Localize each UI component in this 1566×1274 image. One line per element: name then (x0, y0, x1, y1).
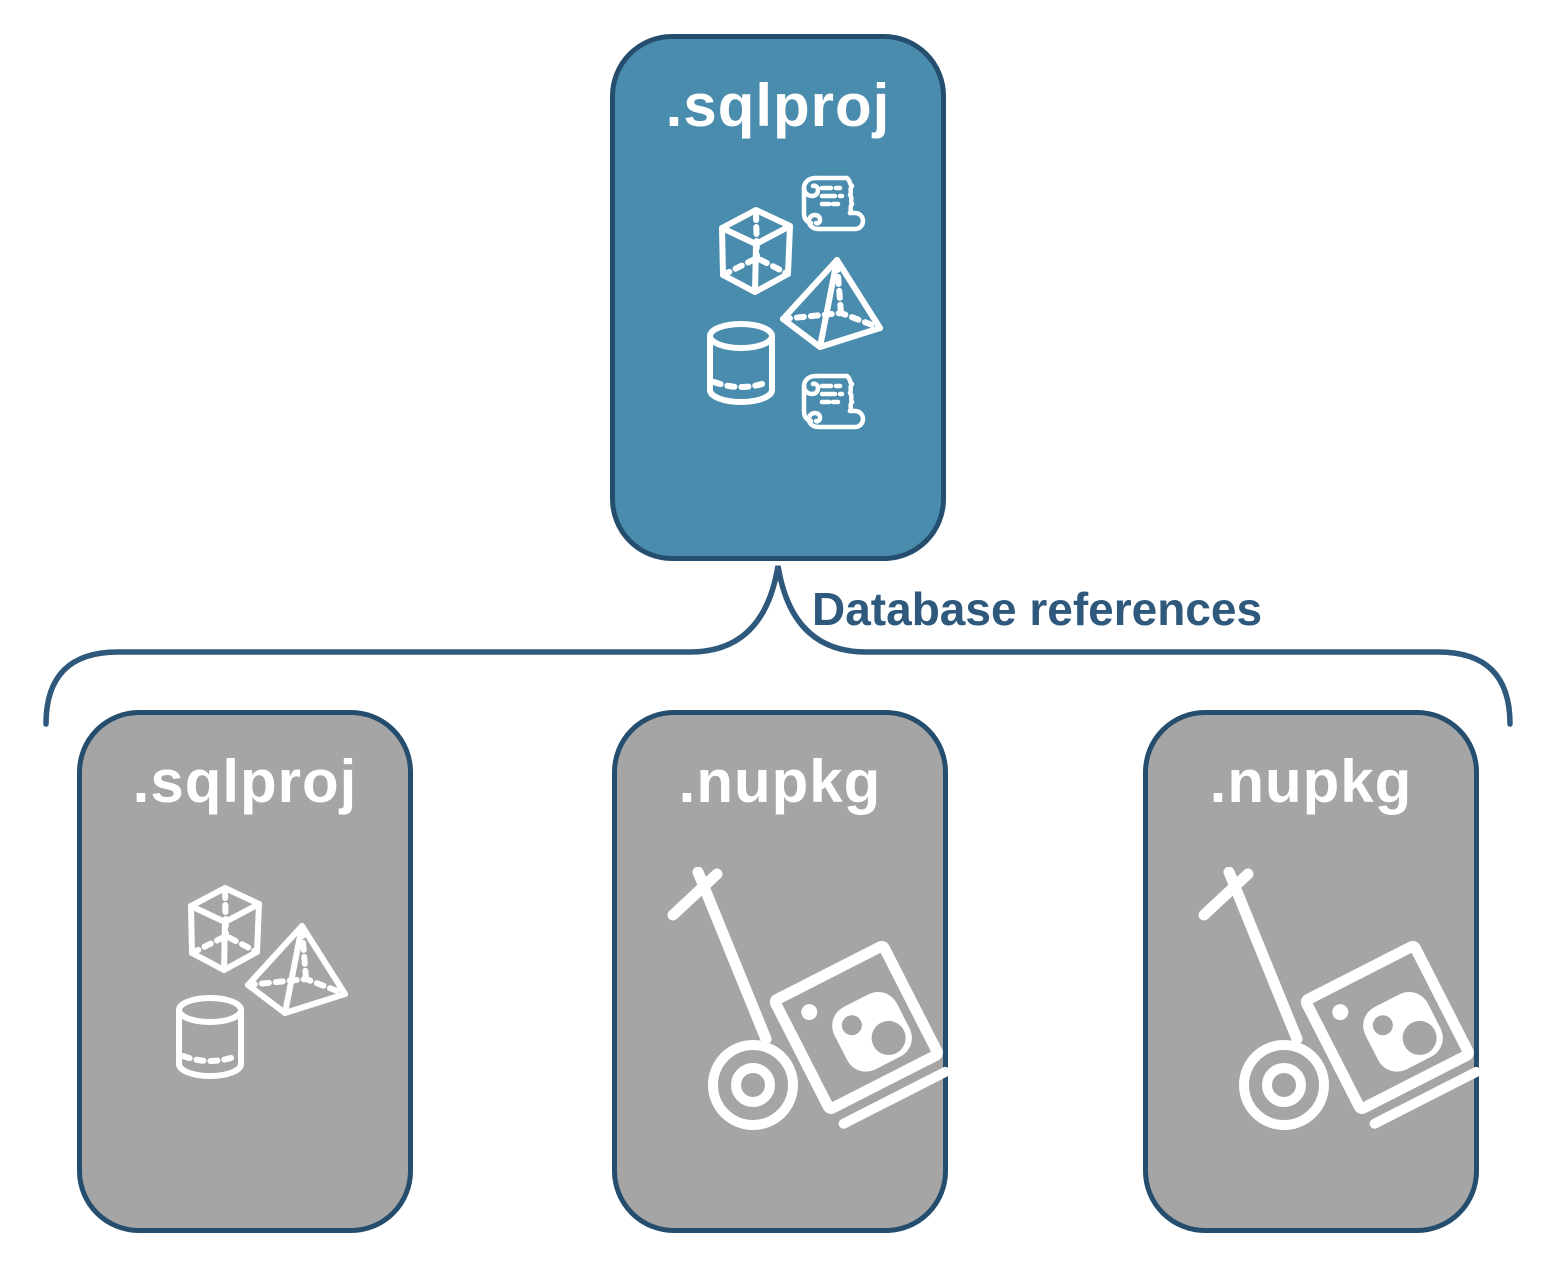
card-nupkg-ref-2: .nupkg (1143, 710, 1479, 1233)
pyramid-icon (775, 253, 885, 353)
pyramid-icon (240, 919, 350, 1019)
card-sqlproj-main: .sqlproj (610, 34, 946, 561)
cylinder-icon (701, 319, 781, 409)
card-sqlproj-ref: .sqlproj (77, 710, 413, 1233)
nuget-handtruck-icon (1196, 867, 1486, 1142)
scroll-icon (791, 169, 871, 237)
card-title: .nupkg (1209, 748, 1413, 815)
card-title: .sqlproj (665, 72, 891, 139)
card-title: .sqlproj (132, 748, 358, 815)
database-references-label: Database references (812, 583, 1263, 635)
nuget-handtruck-icon (665, 867, 955, 1142)
cylinder-icon (170, 993, 250, 1083)
card-nupkg-ref-1: .nupkg (612, 710, 948, 1233)
scroll-icon (791, 367, 871, 435)
card-title: .nupkg (678, 748, 882, 815)
